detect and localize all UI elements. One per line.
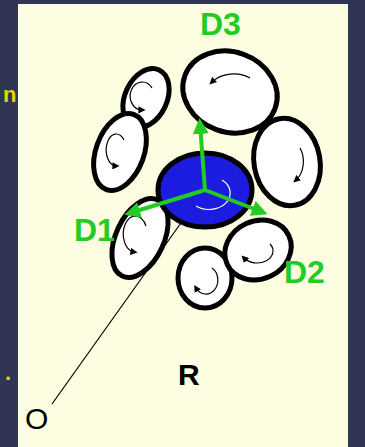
cropped-text: . — [5, 362, 11, 384]
cropped-text: n — [3, 84, 16, 106]
vector-label: D1 — [74, 214, 115, 246]
origin-label: O — [25, 404, 48, 434]
vector-label: D3 — [200, 8, 241, 40]
vector-label: D2 — [284, 256, 325, 288]
distance-label: R — [178, 360, 200, 390]
